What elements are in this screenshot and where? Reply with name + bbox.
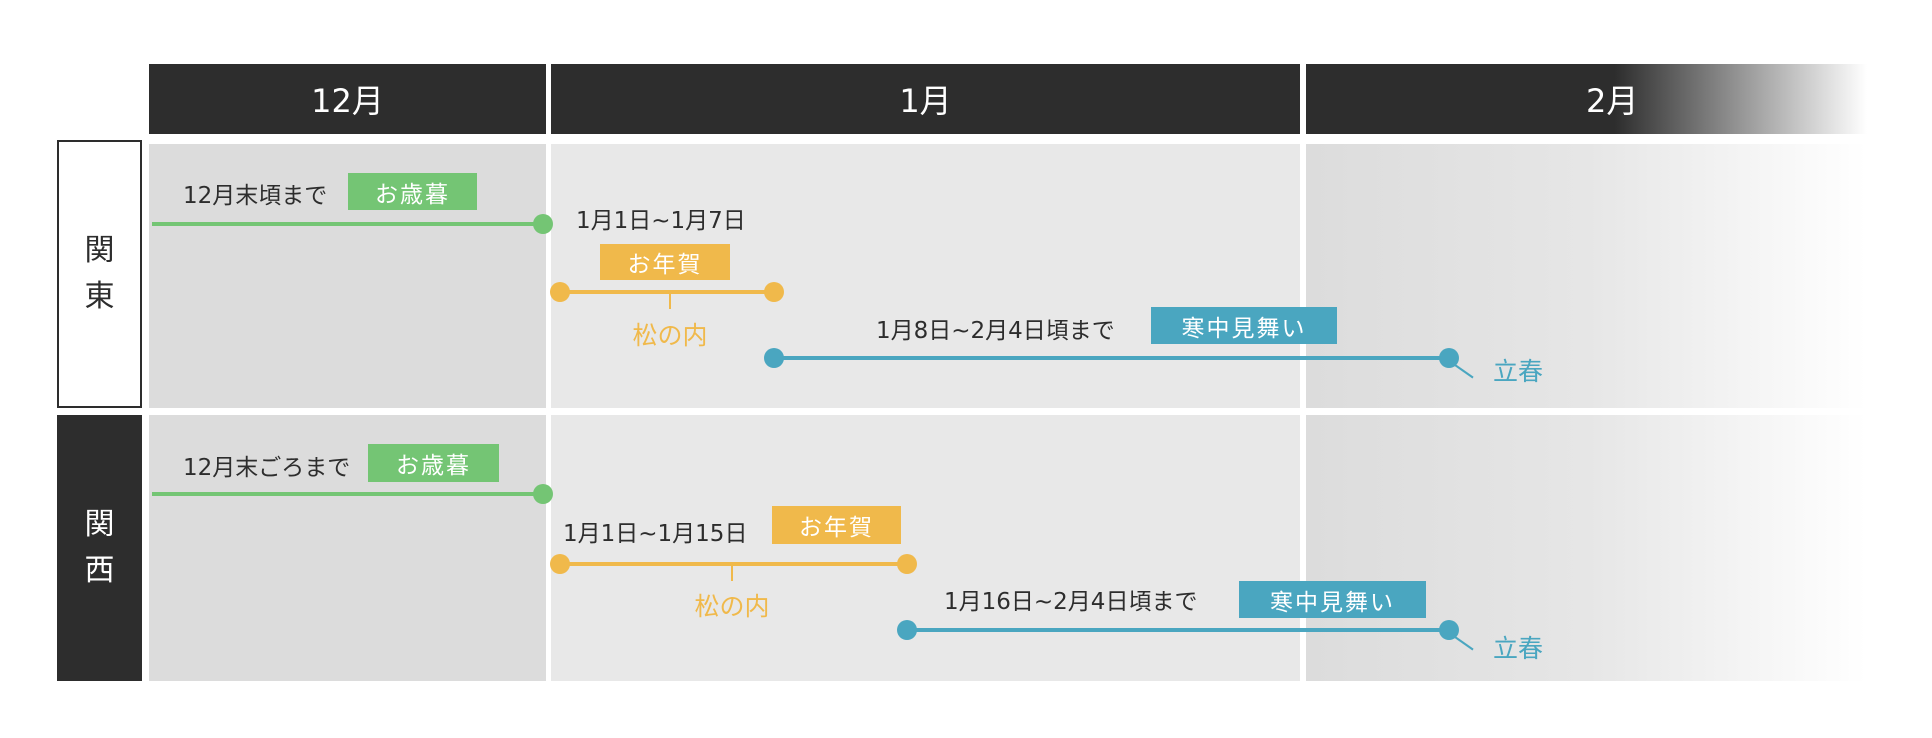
region-label-kansai: 関西 <box>57 415 142 681</box>
nenga-period: 1月1日~1月15日 <box>563 521 748 547</box>
nenga-period: 1月1日~1月7日 <box>576 208 746 234</box>
oseibo-tag: お歳暮 <box>348 173 477 210</box>
kanchu-line <box>907 628 1449 632</box>
month-label: 12月 <box>311 82 384 120</box>
region-label-kanto: 関東 <box>57 140 142 408</box>
kanchu-period: 1月8日~2月4日頃まで <box>876 318 1115 344</box>
cell-kanto-dec <box>149 144 546 408</box>
nenga-line <box>560 562 907 566</box>
month-label: 1月 <box>899 82 952 120</box>
month-header-feb: 2月 <box>1306 64 1867 134</box>
nenga-end-dot <box>897 554 917 574</box>
kanchu-period: 1月16日~2月4日頃まで <box>944 589 1198 615</box>
kanchu-tag: 寒中見舞い <box>1151 307 1337 344</box>
nenga-end-dot <box>764 282 784 302</box>
cell-kansai-feb <box>1306 415 1867 681</box>
month-label: 2月 <box>1586 82 1639 120</box>
risshun-note: 立春 <box>1492 634 1544 663</box>
region-char: 関 <box>84 507 115 542</box>
oseibo-end-dot <box>533 214 553 234</box>
kanchu-start-dot <box>764 348 784 368</box>
oseibo-tag: お歳暮 <box>368 444 499 482</box>
risshun-note: 立春 <box>1492 357 1544 386</box>
kanchu-tag: 寒中見舞い <box>1239 581 1426 618</box>
nenga-start-dot <box>550 554 570 574</box>
month-header-dec: 12月 <box>149 64 546 134</box>
matsunouchi-tick <box>669 292 671 309</box>
month-header-jan: 1月 <box>551 64 1300 134</box>
nenga-line <box>560 290 774 294</box>
region-char: 西 <box>84 553 115 588</box>
region-char: 東 <box>84 279 115 314</box>
kanchu-end-dot <box>1439 348 1459 368</box>
kanchu-start-dot <box>897 620 917 640</box>
kanchu-end-dot <box>1439 620 1459 640</box>
nenga-tag: お年賀 <box>772 506 901 544</box>
matsunouchi-tick <box>731 564 733 581</box>
oseibo-line <box>152 492 543 496</box>
oseibo-end-dot <box>533 484 553 504</box>
cell-kanto-feb <box>1306 144 1867 408</box>
cell-kansai-jan <box>551 415 1300 681</box>
oseibo-period: 12月末ごろまで <box>183 455 351 481</box>
oseibo-line <box>152 222 543 226</box>
nenga-start-dot <box>550 282 570 302</box>
matsunouchi-note: 松の内 <box>694 592 770 621</box>
oseibo-period: 12月末頃まで <box>183 183 328 209</box>
nenga-tag: お年賀 <box>600 244 730 280</box>
matsunouchi-note: 松の内 <box>632 321 708 350</box>
kanchu-line <box>774 356 1449 360</box>
region-char: 関 <box>84 233 115 268</box>
